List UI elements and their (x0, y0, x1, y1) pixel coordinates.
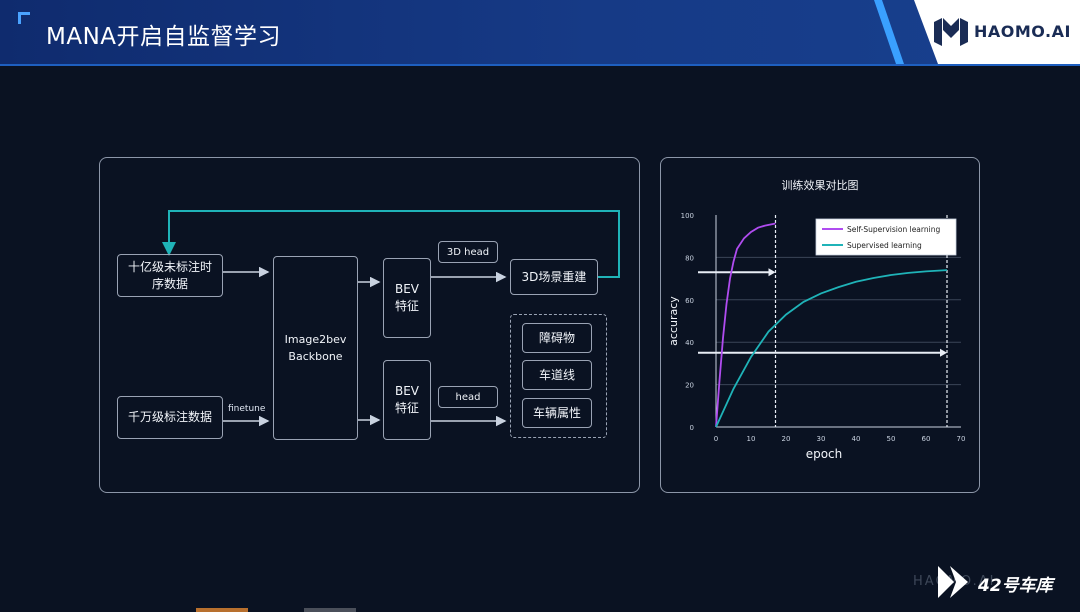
chart-panel: 训练效果对比图 0 20 40 60 80 100 0 10 20 30 40 50 60 70 epoch a… (660, 157, 980, 493)
corner-bracket-icon (18, 12, 30, 24)
task-vehicle-attr-box: 车辆属性 (522, 398, 592, 428)
y-tick-label: 40 (685, 339, 694, 347)
legend-box (815, 218, 957, 256)
series-line-0 (715, 222, 776, 428)
x-tick-label: 30 (817, 435, 826, 443)
x-tick-label: 20 (782, 435, 791, 443)
y-tick-label: 80 (685, 254, 694, 262)
y-tick-label: 20 (685, 382, 694, 390)
bottom-strip-gray (304, 608, 356, 612)
unlabeled-data-box: 十亿级未标注时 序数据 (117, 254, 223, 297)
x-tick-label: 70 (957, 435, 966, 443)
comparison-chart: 训练效果对比图 0 20 40 60 80 100 0 10 20 30 40 50 60 70 epoch a… (667, 178, 966, 461)
task-obstacle-box: 障碍物 (522, 323, 592, 353)
labeled-data-box: 千万级标注数据 (117, 396, 223, 439)
bev-feature-bottom-box: BEV 特征 (383, 360, 431, 440)
pipeline-connectors (162, 210, 620, 427)
x-tick-label: 50 (887, 435, 896, 443)
finetune-label: finetune (228, 404, 266, 414)
series-line-1 (715, 269, 948, 428)
x-tick-label: 60 (922, 435, 931, 443)
reconstruction-box: 3D场景重建 (510, 259, 598, 295)
y-axis-label: accuracy (667, 296, 680, 346)
pipeline-panel: 十亿级未标注时 序数据 千万级标注数据 finetune Image2bev B… (99, 157, 640, 493)
head-box: head (438, 386, 498, 408)
marker-arrowhead-1 (940, 348, 947, 357)
y-tick-label: 0 (690, 424, 694, 432)
legend-label-1: Supervised learning (847, 241, 922, 250)
footer-brand: 42号车库 (978, 576, 1053, 596)
page-title: MANA开启自监督学习 (46, 24, 282, 50)
haomo-logo-icon (934, 18, 968, 46)
y-tick-label: 60 (685, 297, 694, 305)
task-lane-box: 车道线 (522, 360, 592, 390)
marker-arrowhead-0 (768, 268, 776, 277)
bottom-strip-orange (196, 608, 248, 612)
bev-feature-top-box: BEV 特征 (383, 258, 431, 338)
legend-label-0: Self-Supervision learning (847, 225, 940, 234)
chart-title: 训练效果对比图 (782, 178, 859, 192)
x-tick-label: 40 (852, 435, 861, 443)
garage-logo-icon (938, 566, 968, 598)
brand-name: HAOMO.AI (974, 22, 1071, 41)
feedback-loop-arrow (162, 210, 620, 278)
header-bar: MANA开启自监督学习 (0, 0, 1080, 66)
3d-head-box: 3D head (438, 241, 498, 263)
x-tick-label: 10 (747, 435, 756, 443)
backbone-box: Image2bev Backbone (273, 256, 358, 440)
x-tick-label: 0 (714, 435, 718, 443)
y-tick-label: 100 (681, 212, 694, 220)
tasks-group (510, 314, 607, 438)
x-axis-label: epoch (806, 447, 843, 461)
